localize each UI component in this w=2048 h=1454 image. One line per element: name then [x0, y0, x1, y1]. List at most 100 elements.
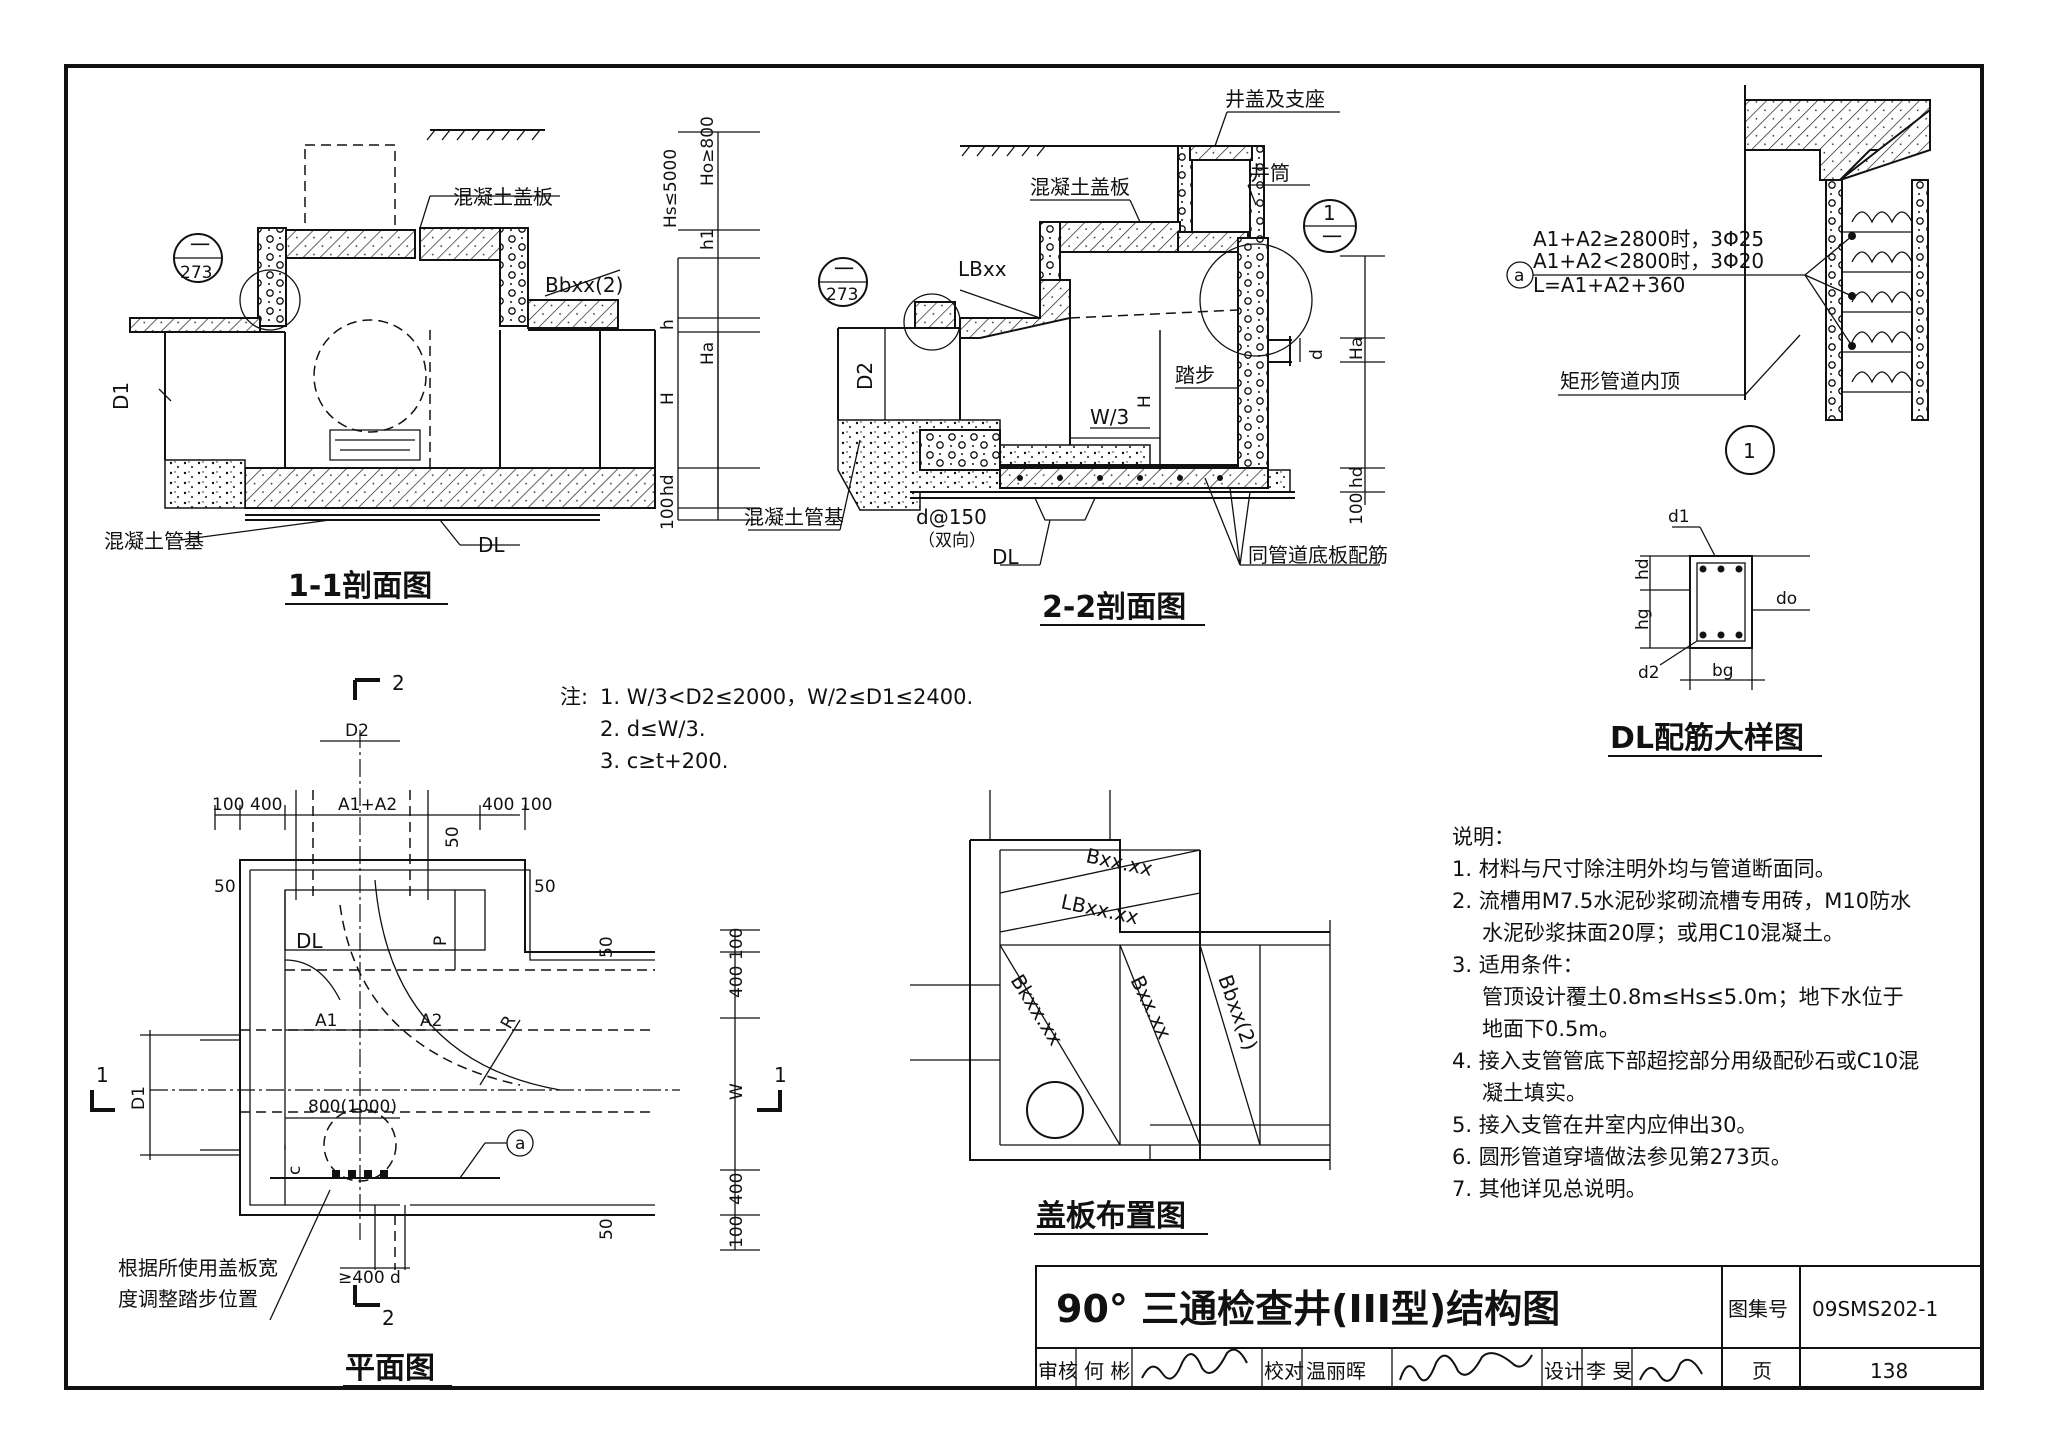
plan-400-right: 400: [482, 795, 514, 815]
s11-hd: hd: [658, 474, 678, 496]
d1-pipe-top: 矩形管道内顶: [1560, 369, 1680, 393]
s22-d: d: [1307, 349, 1327, 360]
s22-H: H: [1135, 395, 1155, 408]
explanation-heading: 说明：: [1452, 825, 1515, 849]
plan-sec2-top: 2: [392, 671, 405, 695]
plan-dl: DL: [296, 929, 323, 953]
explanation-item: 1. 材料与尺寸除注明外均与管道断面同。: [1452, 857, 1836, 881]
s11-cover-slab-label: 混凝土盖板: [453, 185, 553, 209]
d1-line2: A1+A2<2800时，3Φ20: [1533, 249, 1764, 273]
s11-ref-top: 一: [190, 233, 210, 257]
s11-hs: Hs≤5000: [661, 149, 681, 228]
atlas-no: 09SMS202-1: [1812, 1297, 1938, 1321]
check-label: 校对: [1264, 1359, 1304, 1383]
detail-1: [1506, 85, 1931, 475]
s22-cover-slab: 混凝土盖板: [1030, 175, 1130, 199]
design-label: 设计: [1544, 1359, 1584, 1383]
plan-50-pipe: 50: [597, 936, 617, 958]
plan-a1a2: A1+A2: [338, 795, 397, 815]
d1-line3: L=A1+A2+360: [1533, 273, 1685, 297]
s22-rebar-note: （双向）: [918, 531, 986, 551]
dl-hd: hd: [1633, 558, 1653, 580]
s11-h1: h1: [698, 228, 718, 250]
s22-dl: DL: [992, 545, 1019, 569]
s11-ref-bottom: 273: [180, 263, 212, 283]
s22-detail-bottom: 一: [1322, 225, 1342, 249]
dl-d2: d2: [1638, 663, 1660, 683]
plan-800: 800(1000): [308, 1097, 397, 1117]
explanation: 说明： 1. 材料与尺寸除注明外均与管道断面同。 2. 流槽用M7.5水泥砂浆砌…: [1452, 825, 1919, 1201]
plan-50-right: 50: [534, 877, 556, 897]
dl-d1: d1: [1668, 507, 1690, 527]
s11-pipe-base-label: 混凝土管基: [104, 529, 204, 553]
sheet-border: [64, 64, 1984, 1390]
d1-number: 1: [1743, 439, 1756, 463]
s11-dl-label: DL: [478, 533, 505, 557]
plan-marker-a: a: [515, 1134, 525, 1154]
s11-ha: Ha: [698, 342, 718, 365]
s22-step: 踏步: [1175, 363, 1215, 387]
explanation-item: 4. 接入支管管底下部超挖部分用级配砂石或C10混: [1452, 1049, 1919, 1073]
cover-title: 盖板布置图: [1036, 1199, 1186, 1234]
plan-callout1: 根据所使用盖板宽: [118, 1256, 278, 1280]
notes-prefix: 注:: [560, 685, 588, 709]
s22-100: 100: [1347, 493, 1367, 525]
s22-w3: W/3: [1090, 405, 1129, 429]
plan-400-rb: 400: [727, 1173, 747, 1205]
explanation-item: 7. 其他详见总说明。: [1452, 1177, 1647, 1201]
s22-cover-frame: 井盖及支座: [1225, 87, 1325, 111]
d1-line1: A1+A2≥2800时，3Φ25: [1533, 227, 1764, 251]
s11-100: 100: [658, 498, 678, 530]
plan-d: d: [390, 1268, 401, 1288]
s22-title: 2-2剖面图: [1042, 590, 1186, 625]
dl-rebar-detail: [1640, 526, 1810, 690]
explanation-item: 2. 流槽用M7.5水泥砂浆砌流槽专用砖，M10防水: [1452, 889, 1911, 913]
explanation-item: 管顶设计覆土0.8m≤Hs≤5.0m；地下水位于: [1482, 985, 1904, 1009]
plan-d2: D2: [345, 721, 369, 741]
plan-d1: D1: [129, 1086, 149, 1110]
s11-H: H: [658, 392, 678, 405]
sheet-title: 90° 三通检查井(III型)结构图: [1056, 1287, 1560, 1331]
s22-ref-bottom: 273: [826, 285, 858, 305]
explanation-item: 3. 适用条件：: [1452, 953, 1584, 977]
title-block: [1035, 1265, 1983, 1389]
s22-detail-top: 1: [1323, 201, 1336, 225]
plan-50-bottom: 50: [597, 1218, 617, 1240]
plan-sec1-left: 1: [96, 1063, 109, 1087]
s11-d1: D1: [109, 382, 133, 410]
s22-shaft: 井筒: [1250, 161, 1290, 185]
reviewer: 何 彬: [1084, 1359, 1130, 1383]
plan-a2: A2: [420, 1011, 442, 1031]
explanation-item: 5. 接入支管在井室内应伸出30。: [1452, 1113, 1757, 1137]
s22-hd: hd: [1347, 466, 1367, 488]
plan-p: P: [431, 936, 451, 946]
plan-100-rb: 100: [727, 1216, 747, 1248]
cover-lb: LBxx.xx: [1059, 889, 1141, 929]
plan-w: W: [727, 1083, 747, 1100]
designer: 李 旻: [1586, 1359, 1632, 1383]
plan-sec2-bottom: 2: [382, 1306, 395, 1330]
plan-50-top: 50: [443, 826, 463, 848]
plan-ge400: ≥400: [338, 1268, 385, 1288]
plan-view: [90, 678, 782, 1321]
s11-ho: Ho≥800: [698, 116, 718, 186]
cover-b2: Bkxx.xx: [1006, 970, 1068, 1050]
notes-n2: 2. d≤W/3.: [600, 717, 706, 741]
s22-d2: D2: [853, 362, 877, 390]
s22-ref-top: 一: [834, 257, 854, 281]
plan-400-left: 400: [250, 795, 282, 815]
explanation-item: 地面下0.5m。: [1482, 1017, 1620, 1041]
plan-c: c: [285, 1166, 305, 1175]
s11-beam-label: Bbxx(2): [545, 273, 623, 297]
section-1-1: [129, 129, 760, 546]
s11-title: 1-1剖面图: [288, 569, 432, 604]
section-2-2: [748, 111, 1385, 566]
plan-100-left: 100: [212, 795, 244, 815]
plan-a1: A1: [315, 1011, 337, 1031]
s22-rebar: d@150: [916, 505, 987, 529]
plan-50-left: 50: [214, 877, 236, 897]
dl-bg: bg: [1712, 661, 1734, 681]
cover-layout: [910, 790, 1331, 1170]
plan-sec1-right: 1: [774, 1063, 787, 1087]
